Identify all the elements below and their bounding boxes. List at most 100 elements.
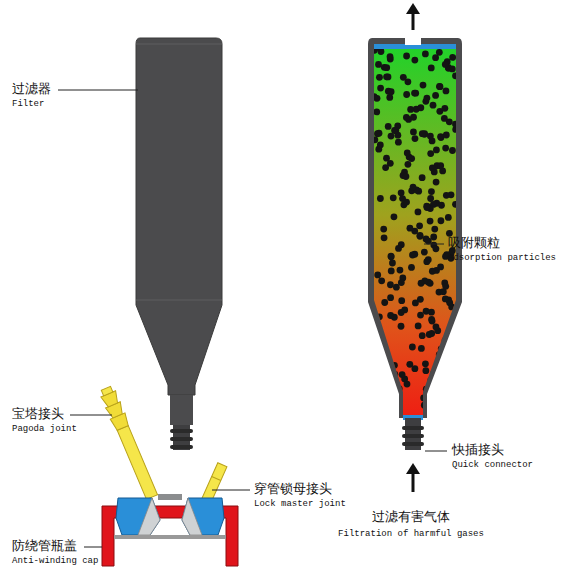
pagoda-joint: [99, 385, 160, 500]
adsorption-dot: [398, 297, 405, 304]
adsorption-dot: [427, 377, 434, 384]
adsorption-dot: [420, 82, 427, 89]
adsorption-dot: [418, 345, 425, 352]
adsorption-dot: [429, 268, 436, 275]
adsorption-dot: [451, 412, 458, 419]
adsorption-dot: [422, 360, 429, 367]
adsorption-dot: [433, 404, 440, 411]
part-label-en: Quick connector: [452, 461, 533, 471]
adsorption-dot: [443, 87, 450, 94]
adsorption-dot: [382, 386, 389, 393]
adsorption-dot: [371, 93, 378, 100]
adsorption-dot: [444, 349, 451, 356]
adsorption-dot: [436, 351, 443, 358]
leader-line: [58, 90, 447, 547]
adsorption-dot: [417, 296, 424, 303]
adsorption-dot: [377, 142, 384, 149]
adsorption-dot: [442, 346, 449, 353]
adsorption-dot: [410, 184, 417, 191]
adsorption-dot: [442, 145, 449, 152]
adsorption-dot: [430, 380, 437, 387]
adsorption-dot: [452, 72, 459, 79]
part-label-en: Lock master joint: [254, 500, 346, 510]
adsorption-dot: [382, 164, 389, 171]
adsorption-dot: [375, 61, 382, 68]
adsorption-dot: [387, 53, 394, 60]
adsorption-dot: [377, 195, 384, 202]
adsorption-dot: [411, 57, 418, 64]
adsorption-dot: [430, 377, 437, 384]
adsorption-dot: [417, 232, 424, 239]
adsorption-dot: [449, 65, 456, 72]
adsorption-dot: [438, 345, 445, 352]
adsorption-dot: [428, 330, 435, 337]
filter-cutaway: [368, 37, 462, 450]
adsorption-dot: [423, 203, 430, 210]
adsorption-dot: [411, 365, 418, 372]
adsorption-dot: [398, 323, 405, 330]
adsorption-dot: [399, 371, 406, 378]
adsorption-dot: [371, 385, 378, 392]
adsorption-dot: [404, 150, 411, 157]
adsorption-dot: [408, 155, 415, 162]
adsorption-dot: [433, 179, 440, 186]
adsorption-dot: [443, 380, 450, 387]
adsorption-dot: [442, 337, 449, 344]
part-label-zh: 吸附颗粒: [448, 236, 500, 250]
adsorption-dot: [428, 316, 435, 323]
adsorption-dot: [388, 253, 395, 260]
adsorption-dot: [395, 139, 402, 146]
adsorption-dot: [397, 267, 404, 274]
adsorption-dot: [427, 195, 434, 202]
part-label-en: Anti-winding cap: [12, 557, 98, 567]
filter-body: [136, 38, 222, 450]
adsorption-dot: [419, 130, 426, 137]
adsorption-dot: [380, 385, 387, 392]
adsorption-dot: [452, 398, 459, 405]
adsorption-dot: [425, 256, 432, 263]
adsorption-dot: [430, 102, 437, 109]
adsorption-dot: [381, 299, 388, 306]
adsorption-dot: [381, 234, 388, 241]
adsorption-dot: [427, 150, 434, 157]
adsorption-dot: [376, 74, 383, 81]
adsorption-dot: [398, 279, 405, 286]
adsorption-dot: [375, 329, 382, 336]
adsorption-dot: [381, 396, 388, 403]
flow-arrow: [406, 3, 420, 492]
adsorption-dot: [431, 226, 438, 233]
adsorption-dot: [437, 405, 444, 412]
adsorption-dot: [427, 133, 434, 140]
adsorption-dot: [374, 130, 381, 137]
adsorption-dot: [425, 238, 432, 245]
adsorption-dot: [430, 369, 437, 376]
adsorption-dot: [419, 332, 426, 339]
adsorption-dot: [438, 383, 445, 390]
adsorption-dot: [380, 226, 387, 233]
adsorption-dot: [437, 133, 444, 140]
adsorption-dot: [386, 94, 393, 101]
adsorption-dot: [407, 106, 414, 113]
adsorption-dot: [410, 128, 417, 135]
adsorption-dot: [437, 263, 444, 270]
adsorption-dot: [450, 341, 457, 348]
adsorption-dot: [378, 48, 385, 55]
adsorption-dot: [452, 121, 459, 128]
adsorption-dot: [371, 136, 378, 143]
adsorption-dot: [398, 309, 405, 316]
adsorption-dot: [383, 64, 390, 71]
anti-winding-cap: [102, 494, 238, 566]
adsorption-dot: [441, 105, 448, 112]
adsorption-dot: [412, 135, 419, 142]
adsorption-dot: [428, 65, 435, 72]
adsorption-dot: [427, 218, 434, 225]
adsorption-dot: [446, 343, 453, 350]
part-label-zh: 过滤器: [12, 82, 51, 96]
adsorption-dot: [445, 381, 452, 388]
adsorption-dot: [403, 53, 410, 60]
adsorption-dot: [452, 201, 459, 208]
adsorption-dot: [416, 222, 423, 229]
adsorption-dot: [403, 91, 410, 98]
adsorption-dot: [417, 233, 424, 240]
adsorption-dot: [373, 109, 380, 116]
